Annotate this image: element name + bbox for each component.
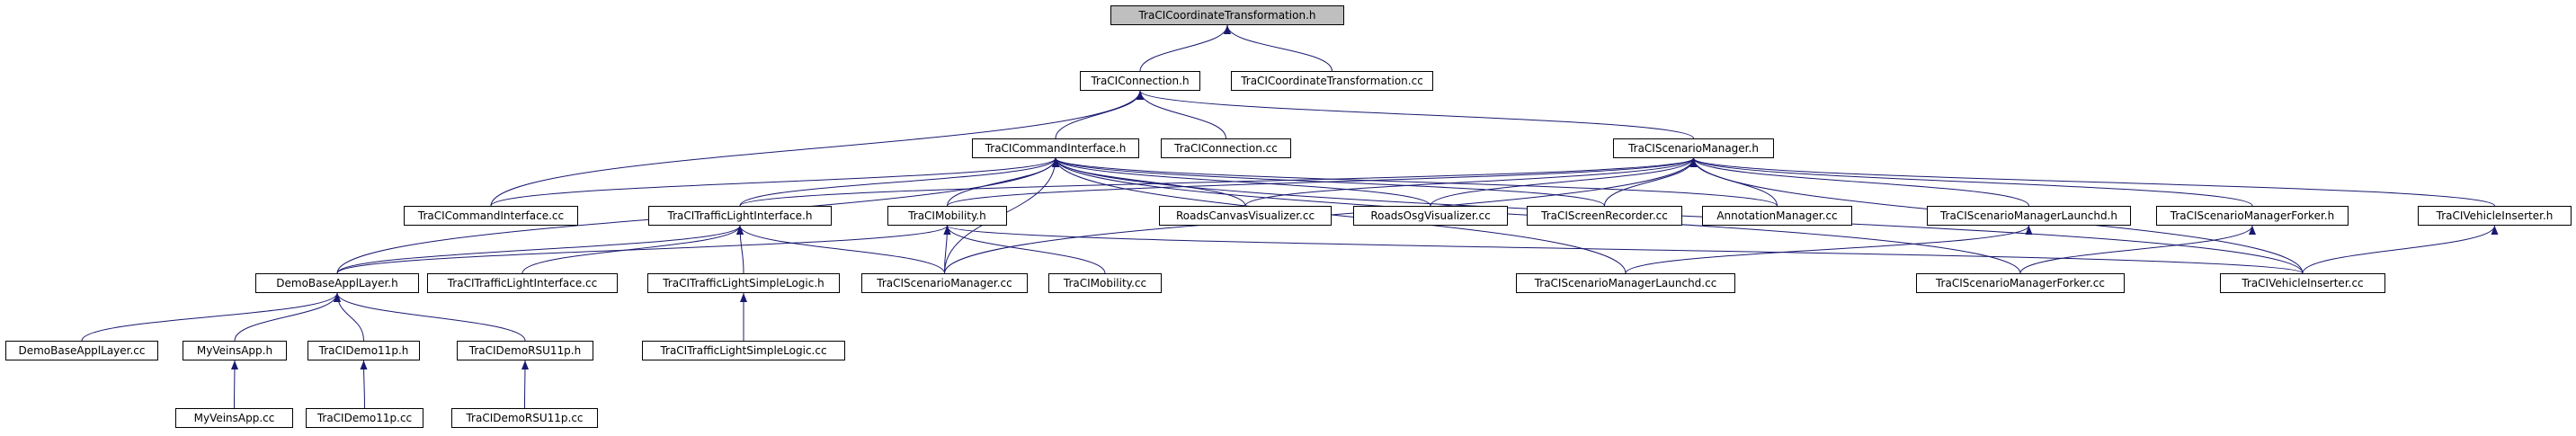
node-tracitrafficlightinterface-cc[interactable]: TraCITrafficLightInterface.cc [427,273,618,293]
node-tracitrafficlightsimplelogic-cc[interactable]: TraCITrafficLightSimpleLogic.cc [642,341,845,360]
edge-demobaseappllayer-h-to-tracitrafficlightinterface-h [336,225,744,274]
node-tracidemo11p-cc[interactable]: TraCIDemo11p.cc [306,408,423,428]
edge-myveinsapp-cc-to-myveinsapp-h [230,360,238,409]
edge-tracicoordinatetransformation-cc-to-tracicoordinatetransformation-h [1224,24,1333,72]
node-traciscenariomanager-cc[interactable]: TraCIScenarioManager.cc [861,273,1028,293]
node-tracicoordinatetransformation-h: TraCICoordinateTransformation.h [1110,5,1344,25]
node-traciconnection-h[interactable]: TraCIConnection.h [1080,71,1200,91]
node-tracimobility-cc[interactable]: TraCIMobility.cc [1048,273,1162,293]
node-tracitrafficlightinterface-h[interactable]: TraCITrafficLightInterface.h [648,206,832,226]
node-roadscanvasvisualizer-cc[interactable]: RoadsCanvasVisualizer.cc [1159,206,1332,226]
node-tracimobility-h[interactable]: TraCIMobility.h [887,206,1007,226]
edge-tracidemo11p-h-to-demobaseappllayer-h [334,292,364,342]
node-demobaseappllayer-h[interactable]: DemoBaseApplLayer.h [255,273,419,293]
node-traciscenariomanagerforker-cc[interactable]: TraCIScenarioManagerForker.cc [1916,273,2125,293]
edge-tracivehicleinserter-cc-to-tracivehicleinserter-h [2302,225,2499,274]
node-traciscenariomanager-h[interactable]: TraCIScenarioManager.h [1613,138,1774,158]
edge-annotationmanager-cc-to-tracicommandinterface-h [1052,157,1778,207]
edge-tracivehicleinserter-cc-to-tracimobility-h [944,225,2304,274]
node-myveinsapp-cc[interactable]: MyVeinsApp.cc [175,408,293,428]
edge-demobaseappllayer-cc-to-demobaseappllayer-h [81,292,341,342]
edge-tracivehicleinserter-h-to-traciscenariomanager-h [1689,157,2495,207]
edge-traciscenariomanager-cc-to-tracitrafficlightinterface-h [736,225,945,274]
node-traciconnection-cc[interactable]: TraCIConnection.cc [1161,138,1291,158]
edge-tracicommandinterface-cc-to-tracicommandinterface-h [490,157,1059,207]
node-traciscenariomanagerlaunchd-h[interactable]: TraCIScenarioManagerLaunchd.h [1927,206,2131,226]
node-tracidemorsu11p-h[interactable]: TraCIDemoRSU11p.h [457,341,593,360]
edge-tracidemorsu11p-cc-to-tracidemorsu11p-h [521,360,529,409]
edge-tracimobility-h-to-tracicommandinterface-h [947,157,1059,207]
edge-traciscenariomanagerlaunchd-cc-to-traciscenariomanagerlaunchd-h [1625,225,2033,274]
edge-tracimobility-cc-to-tracimobility-h [943,225,1106,274]
edge-tracicommandinterface-cc-to-traciconnection-h [490,90,1144,207]
edge-traciconnection-h-to-tracicoordinatetransformation-h [1139,24,1231,72]
node-tracivehicleinserter-h[interactable]: TraCIVehicleInserter.h [2418,206,2572,226]
edge-traciscenariomanagerlaunchd-h-to-traciscenariomanager-h [1689,157,2029,207]
edge-tracidemorsu11p-h-to-demobaseappllayer-h [334,292,526,342]
edge-tracimobility-h-to-traciscenariomanager-h [947,157,1698,207]
node-tracidemorsu11p-cc[interactable]: TraCIDemoRSU11p.cc [451,408,598,428]
node-roadsosgvisualizer-cc[interactable]: RoadsOsgVisualizer.cc [1353,206,1508,226]
edge-roadscanvasvisualizer-cc-to-traciscenariomanager-h [1244,157,1698,207]
node-traciscreenrecorder-cc[interactable]: TraCIScreenRecorder.cc [1527,206,1682,226]
node-demobaseappllayer-cc[interactable]: DemoBaseApplLayer.cc [5,341,158,360]
node-tracicoordinatetransformation-cc[interactable]: TraCICoordinateTransformation.cc [1231,71,1433,91]
node-myveinsapp-h[interactable]: MyVeinsApp.h [183,341,287,360]
edge-tracidemo11p-cc-to-tracidemo11p-h [360,360,368,409]
edge-tracitrafficlightsimplelogic-h-to-tracitrafficlightinterface-h [736,225,744,274]
node-traciscenariomanagerforker-h[interactable]: TraCIScenarioManagerForker.h [2156,206,2349,226]
edge-traciscenariomanagerlaunchd-cc-to-tracicommandinterface-h [1052,157,1627,274]
edge-traciconnection-cc-to-traciconnection-h [1136,90,1226,139]
edge-tracitrafficlightinterface-h-to-traciscenariomanager-h [739,157,1698,207]
node-tracivehicleinserter-cc[interactable]: TraCIVehicleInserter.cc [2220,273,2385,293]
edge-tracicommandinterface-h-to-traciconnection-h [1055,90,1144,139]
edge-traciscenariomanagerforker-cc-to-traciscenariomanagerforker-h [2019,225,2256,274]
edge-roadsosgvisualizer-cc-to-tracicommandinterface-h [1052,157,1431,207]
edge-traciscenariomanager-cc-to-tracimobility-h [943,225,951,274]
node-tracicommandinterface-h[interactable]: TraCICommandInterface.h [972,138,1139,158]
edge-roadsosgvisualizer-cc-to-traciscenariomanager-h [1430,157,1698,207]
node-tracicommandinterface-cc[interactable]: TraCICommandInterface.cc [404,206,578,226]
edge-demobaseappllayer-h-to-tracimobility-h [336,225,951,274]
node-tracidemo11p-h[interactable]: TraCIDemo11p.h [308,341,420,360]
edge-tracitrafficlightinterface-h-to-tracicommandinterface-h [739,157,1059,207]
node-tracitrafficlightsimplelogic-h[interactable]: TraCITrafficLightSimpleLogic.h [647,273,840,293]
node-traciscenariomanagerlaunchd-cc[interactable]: TraCIScenarioManagerLaunchd.cc [1516,273,1735,293]
edge-traciscenariomanager-h-to-traciconnection-h [1136,90,1694,139]
edge-myveinsapp-h-to-demobaseappllayer-h [234,292,341,342]
node-annotationmanager-cc[interactable]: AnnotationManager.cc [1702,206,1852,226]
edge-traciscenariomanagerforker-h-to-traciscenariomanager-h [1689,157,2253,207]
edge-traciscreenrecorder-cc-to-traciscenariomanager-h [1604,157,1698,207]
